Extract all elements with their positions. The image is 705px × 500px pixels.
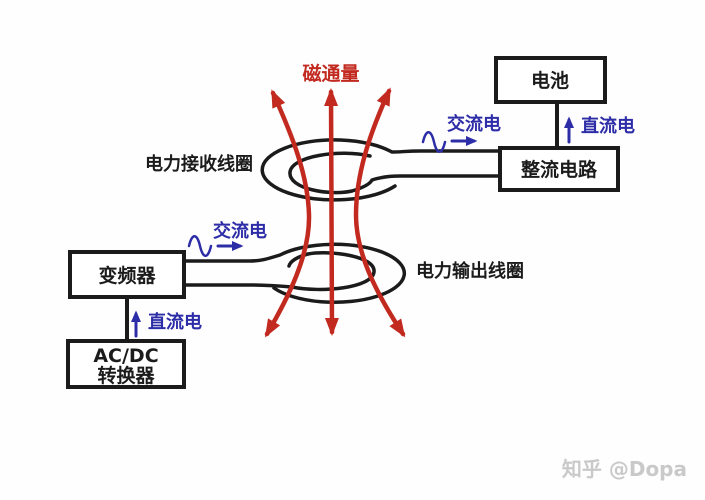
transmitter-coil-inner-turn: [182, 251, 376, 292]
inverter-label: 变频器: [98, 264, 156, 287]
watermark: 知乎 @Dopa: [562, 457, 687, 481]
rectifier-box: [498, 146, 620, 192]
dc-top-label: 直流电: [581, 115, 635, 137]
flux-arrow-left: [264, 89, 312, 338]
dc-annotation-bottom: 直流电: [131, 310, 202, 338]
ac-annotation-top: 交流电: [421, 113, 501, 153]
acdc-converter-label-line2: 转换器: [97, 364, 155, 387]
transmitter-coil-label: 电力输出线圈: [416, 260, 524, 282]
ac-top-label: 交流电: [447, 113, 501, 135]
ac-wave-icon: [187, 235, 213, 257]
acdc-converter-label-line1: AC/DC: [93, 345, 158, 367]
receiver-coil-label: 电力接收线圈: [145, 153, 253, 175]
ac-wave-icon: [421, 131, 447, 153]
flux-lines: [264, 87, 406, 338]
dc-bottom-label: 直流电: [148, 311, 202, 333]
rectifier-label: 整流电路: [521, 158, 598, 181]
battery-box: [494, 56, 607, 104]
ac-annotation-bottom: 交流电: [187, 220, 267, 257]
inverter-box: [68, 250, 186, 299]
flux-arrow-right: [353, 87, 406, 338]
flux-arrow-center: [324, 88, 339, 336]
flux-label: 磁通量: [302, 62, 359, 85]
dc-annotation-top: 直流电: [564, 115, 635, 144]
ac-bottom-label: 交流电: [213, 220, 267, 242]
battery-label: 电池: [531, 69, 569, 92]
acdc-converter-box: [66, 339, 186, 389]
